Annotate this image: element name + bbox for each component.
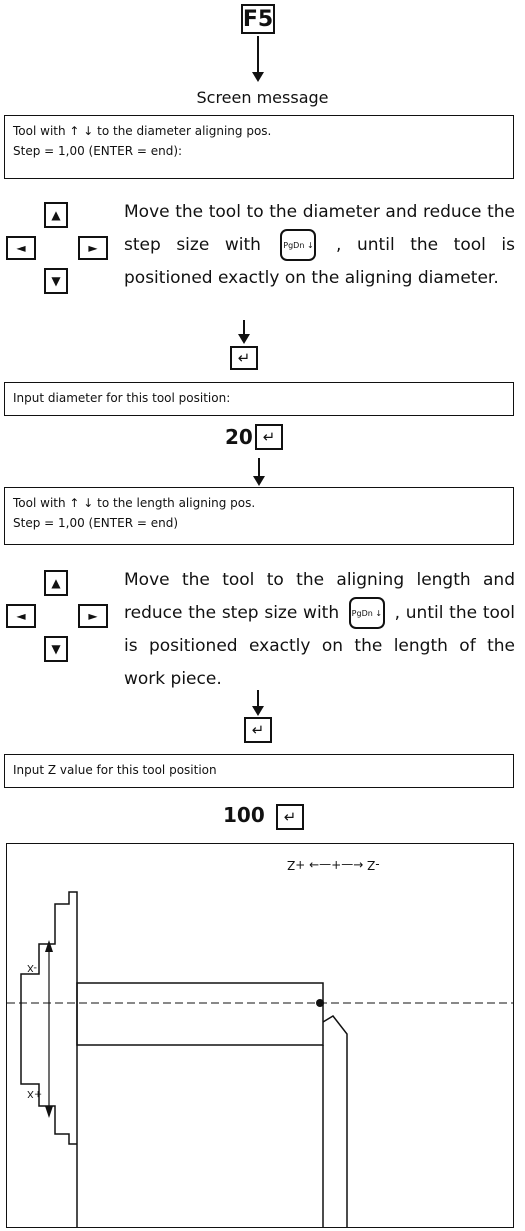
arrow-up-key[interactable]: ▲ [44,570,68,596]
chuck-outline [20,891,78,1227]
lathe-drawing [7,891,513,1227]
screen-message-box-4: Input Z value for this tool position [4,754,514,788]
pgdn-key[interactable]: PgDn ↓ [348,597,385,629]
instruction-text: Move the tool to the aligning length and… [124,570,515,623]
x-plus-label: +X [27,1088,43,1099]
x-minus-label: -X [27,962,37,973]
arrow-down-key[interactable]: ▼ [44,268,68,294]
arrow-right-key[interactable]: ► [78,604,108,628]
message-line: Tool with ↑ ↓ to the length aligning pos… [13,496,256,510]
message-line: Input diameter for this tool position: [13,391,231,405]
pgdn-key[interactable]: PgDn ↓ [280,229,317,261]
diameter-value: 20 [225,425,253,449]
flow-arrow-4 [252,690,264,716]
flow-arrow-3 [253,458,265,486]
message-line: Step = 1,00 (ENTER = end) [13,516,178,530]
work-piece [76,982,324,1046]
enter-key[interactable]: ↵ [255,424,283,450]
cutting-tool [322,1015,348,1227]
instruction-text: Move the tool to the diameter and reduce… [124,202,515,255]
message-line: Step = 1,00 (ENTER = end): [13,144,183,158]
enter-key[interactable]: ↵ [230,346,258,370]
arrow-left-key[interactable]: ◄ [6,236,36,260]
screen-message-box-3: Tool with ↑ ↓ to the length aligning pos… [4,487,514,545]
instruction-paragraph-2: Move the tool to the aligning length and… [124,564,515,696]
screen-message-heading: Screen message [196,88,329,107]
chuck-outline-lower [20,1009,77,1145]
message-line: Tool with ↑ ↓ to the diameter aligning p… [13,124,272,138]
instruction-paragraph-1: Move the tool to the diameter and reduce… [124,196,515,295]
lathe-diagram: -Z ←—+—→ +Z -X +X [6,843,514,1228]
z-value: 100 [223,803,265,827]
tool-tip [316,999,324,1007]
arrow-up-key[interactable]: ▲ [44,202,68,228]
arrow-down-key[interactable]: ▼ [44,636,68,662]
enter-key[interactable]: ↵ [276,804,304,830]
f5-key[interactable]: F5 [241,4,275,34]
instruction-text: , until the tool is positioned exactly o… [124,235,516,288]
instruction-text: , until the tool is positioned exactly o… [124,603,516,689]
flow-arrow-1 [252,36,264,82]
screen-message-box-1: Tool with ↑ ↓ to the diameter aligning p… [4,115,514,179]
arrow-left-key[interactable]: ◄ [6,604,36,628]
enter-key[interactable]: ↵ [244,717,272,743]
arrow-right-key[interactable]: ► [78,236,108,260]
screen-message-box-2: Input diameter for this tool position: [4,382,514,416]
message-line: Input Z value for this tool position [13,763,217,777]
flow-arrow-2 [238,320,250,344]
